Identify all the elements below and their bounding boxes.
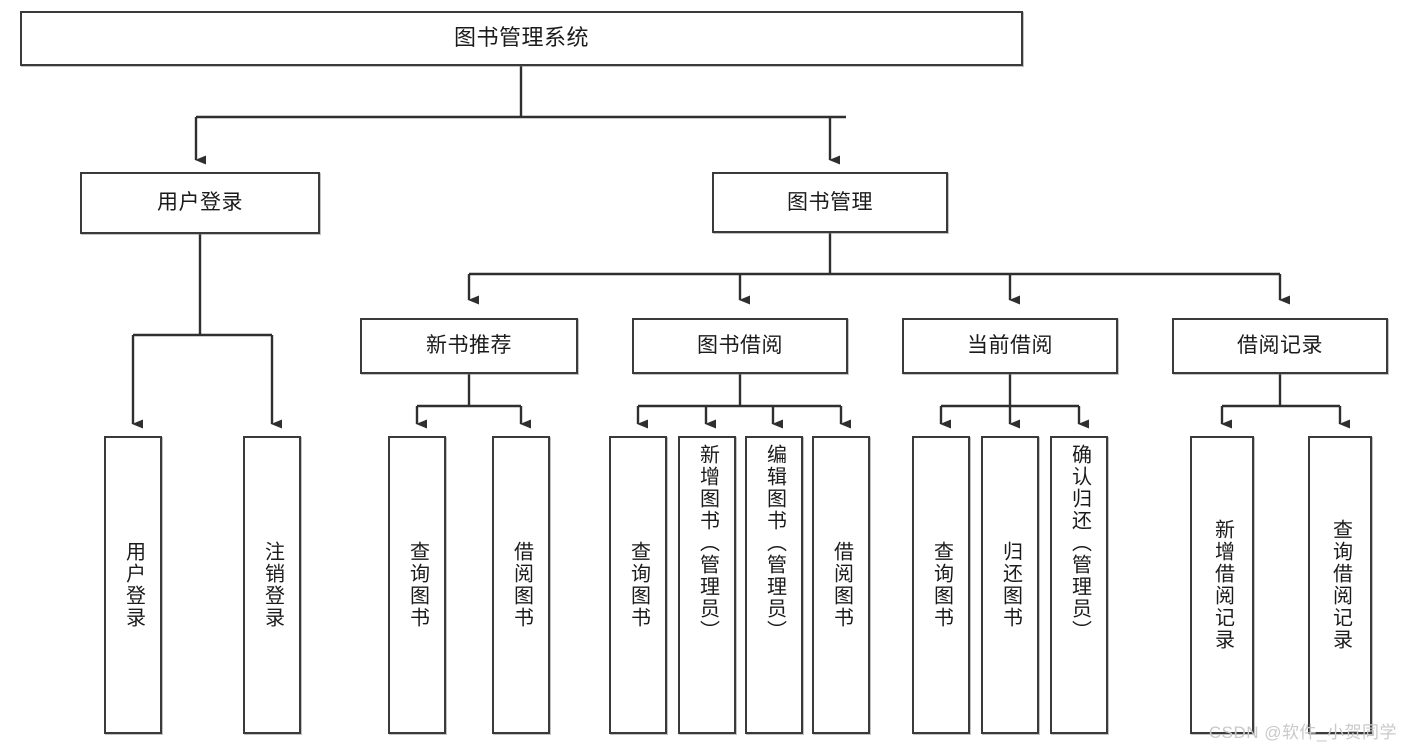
node-label: 查询图书 (930, 541, 953, 629)
node-label: 新增借阅记录 (1211, 519, 1234, 651)
leaf-user-login-login[interactable]: 用户登录 (104, 436, 162, 734)
leaf-book-borrow-edit-book-admin[interactable]: 编辑图书（管理员） (745, 436, 803, 734)
node-label: 用户登录 (122, 541, 145, 629)
node-borrow-record[interactable]: 借阅记录 (1172, 318, 1388, 374)
node-label: 查询图书 (406, 541, 429, 629)
csdn-watermark: CSDN @软件_小贺同学 (1208, 723, 1397, 742)
node-current-borrow[interactable]: 当前借阅 (902, 318, 1118, 374)
leaf-new-book-query-book[interactable]: 查询图书 (388, 436, 446, 734)
leaf-new-book-borrow-book[interactable]: 借阅图书 (492, 436, 550, 734)
node-user-login[interactable]: 用户登录 (80, 172, 320, 234)
node-label: 图书管理 (787, 190, 873, 214)
node-label: 编辑图书（管理员） (763, 444, 786, 642)
leaf-borrow-record-add-record[interactable]: 新增借阅记录 (1190, 436, 1254, 734)
leaf-book-borrow-query-book[interactable]: 查询图书 (609, 436, 667, 734)
leaf-borrow-record-query-record[interactable]: 查询借阅记录 (1308, 436, 1372, 734)
leaf-current-borrow-query-book[interactable]: 查询图书 (912, 436, 970, 734)
node-root-book-management-system[interactable]: 图书管理系统 (20, 11, 1023, 66)
node-label: 借阅图书 (830, 541, 853, 629)
node-book-management[interactable]: 图书管理 (712, 172, 948, 233)
leaf-user-login-logout[interactable]: 注销登录 (243, 436, 301, 734)
node-label: 注销登录 (261, 541, 284, 629)
node-label: 借阅图书 (510, 541, 533, 629)
node-label: 借阅记录 (1237, 334, 1323, 358)
node-label: 归还图书 (999, 541, 1022, 629)
node-label: 查询借阅记录 (1329, 519, 1352, 651)
leaf-current-borrow-return-book[interactable]: 归还图书 (981, 436, 1039, 734)
node-label: 查询图书 (627, 541, 650, 629)
leaf-book-borrow-add-book-admin[interactable]: 新增图书（管理员） (678, 436, 736, 734)
node-label: 当前借阅 (967, 334, 1053, 358)
leaf-current-borrow-confirm-return-admin[interactable]: 确认归还（管理员） (1050, 436, 1108, 734)
node-label: 确认归还（管理员） (1068, 444, 1091, 642)
node-label: 新书推荐 (426, 334, 512, 358)
node-label: 图书管理系统 (453, 25, 589, 51)
node-book-borrow[interactable]: 图书借阅 (632, 318, 848, 374)
node-new-book-recommend[interactable]: 新书推荐 (360, 318, 578, 374)
node-label: 用户登录 (157, 191, 243, 215)
node-label: 图书借阅 (697, 334, 783, 358)
node-label: 新增图书（管理员） (696, 444, 719, 642)
leaf-book-borrow-borrow-book[interactable]: 借阅图书 (812, 436, 870, 734)
